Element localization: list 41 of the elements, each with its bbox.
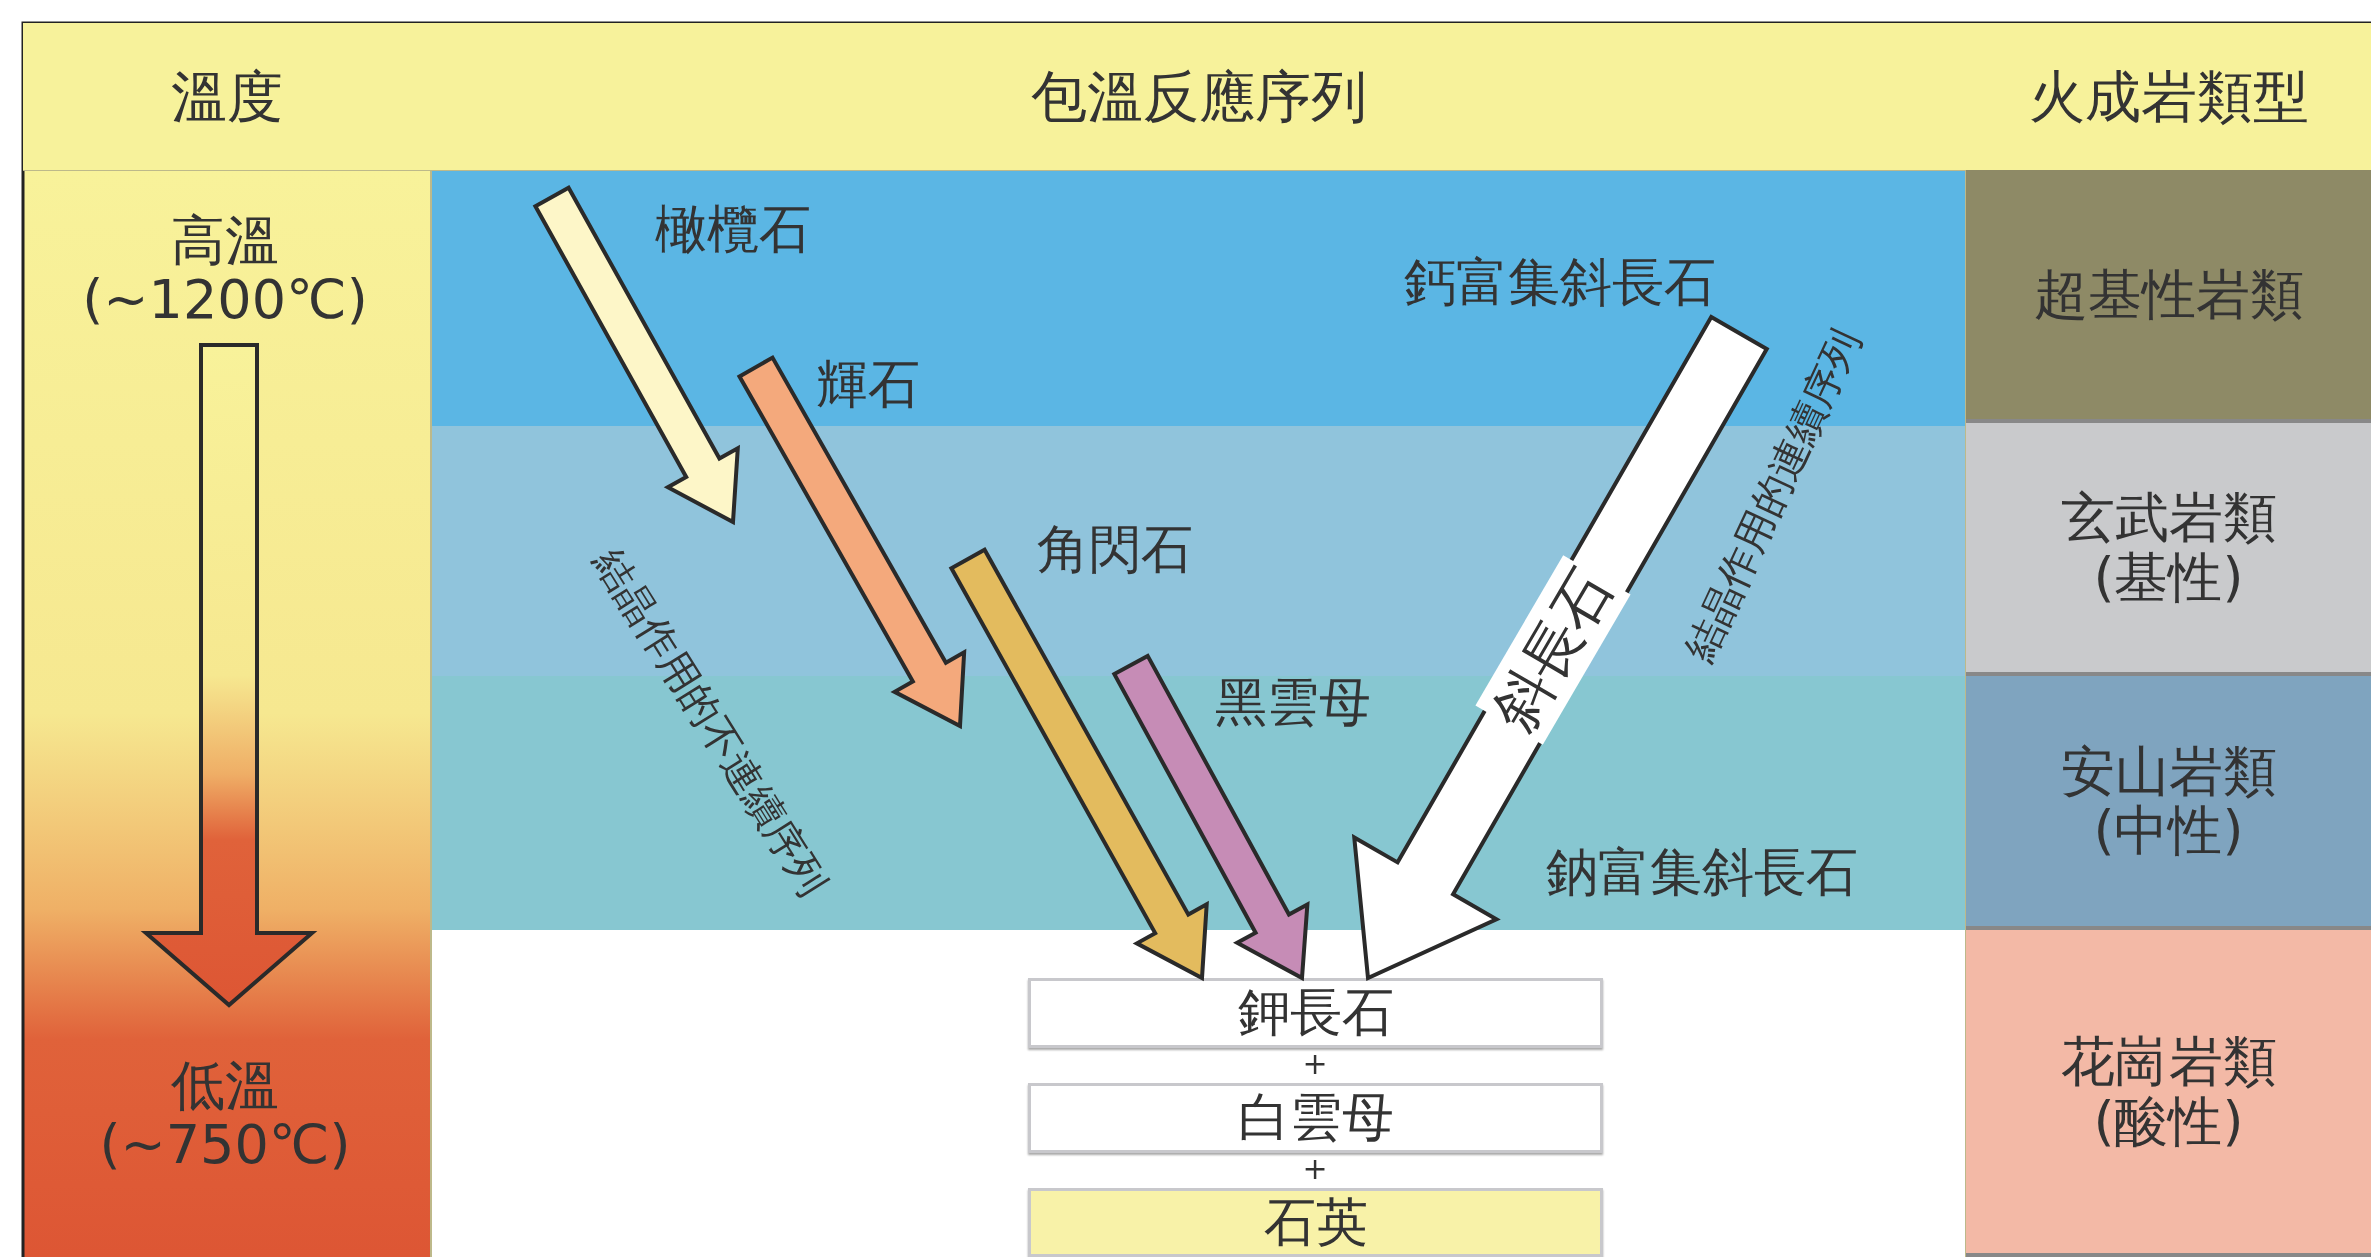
rock-type-cell bbox=[1966, 930, 2371, 1257]
crystallization-arrow bbox=[532, 185, 740, 526]
mineral-label: 黑雲母 bbox=[1214, 674, 1371, 732]
mineral-name: 白雲母 bbox=[1237, 1089, 1394, 1147]
plus-sign: + bbox=[1302, 1154, 1328, 1184]
rock-type-text: (中性) bbox=[2093, 801, 2244, 861]
temperature-label: 高溫 bbox=[171, 210, 279, 270]
temperature-label: (~750℃) bbox=[99, 1115, 351, 1175]
mineral-name: 石英 bbox=[1263, 1193, 1368, 1252]
mineral-label: 角閃石 bbox=[1037, 521, 1193, 579]
plus-sign: + bbox=[1302, 1049, 1328, 1079]
crystallization-arrow bbox=[736, 354, 967, 730]
header-cell bbox=[1966, 23, 2371, 170]
crystallization-arrow bbox=[1111, 653, 1310, 982]
rock-type-text: 玄武岩類 bbox=[2060, 488, 2277, 548]
mineral-label: 輝石 bbox=[815, 356, 920, 414]
header-cell bbox=[23, 23, 431, 170]
rock-type-text: (基性) bbox=[2093, 547, 2244, 607]
rock-type-text: (酸性) bbox=[2093, 1091, 2244, 1151]
series-caption: 結晶作用的不連續序列 bbox=[588, 541, 834, 903]
mineral-box bbox=[1028, 1188, 1603, 1257]
rock-type-cell bbox=[1966, 676, 2371, 930]
rock-type-cell bbox=[1966, 423, 2371, 676]
mineral-name: 鉀長石 bbox=[1237, 984, 1394, 1042]
rock-type-text: 花崗岩類 bbox=[2060, 1032, 2277, 1092]
crystallization-arrow bbox=[948, 547, 1209, 982]
mineral-box bbox=[1028, 978, 1603, 1048]
series-caption: 結晶作用的連續序列 bbox=[1677, 323, 1867, 667]
rock-type-text: 安山岩類 bbox=[2060, 741, 2277, 801]
header-text: 溫度 bbox=[171, 65, 283, 128]
mineral-label: 橄欖石 bbox=[654, 201, 811, 259]
mineral-box bbox=[1028, 1083, 1603, 1153]
temperature-label: (~1200℃) bbox=[82, 270, 368, 330]
temperature-label: 低溫 bbox=[171, 1055, 279, 1115]
mineral-label: 鈉富集斜長石 bbox=[1546, 844, 1858, 902]
header-text: 包溫反應序列 bbox=[1030, 65, 1367, 128]
rock-type-text: 超基性岩類 bbox=[2033, 264, 2304, 325]
rock-type-cell bbox=[1966, 170, 2371, 423]
header-text: 火成岩類型 bbox=[2028, 65, 2309, 128]
mineral-label: 鈣富集斜長石 bbox=[1404, 254, 1716, 312]
temperature-arrow bbox=[140, 343, 318, 1008]
